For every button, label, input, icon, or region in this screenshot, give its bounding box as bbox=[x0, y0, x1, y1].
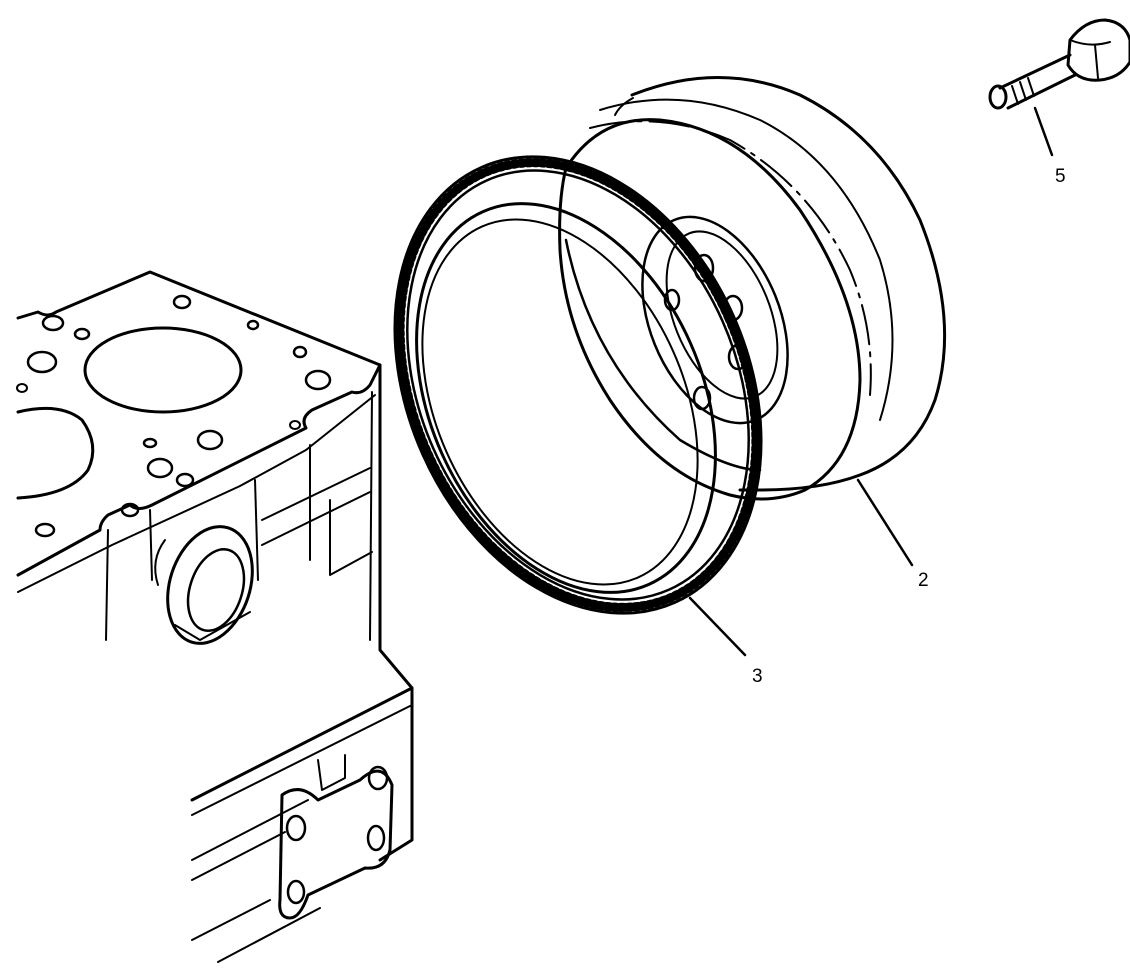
bolt bbox=[988, 18, 1130, 110]
leader-line-5 bbox=[1033, 106, 1054, 157]
deck-holes bbox=[16, 294, 332, 538]
ring-gear bbox=[393, 155, 763, 615]
callout-label-2: 2 bbox=[918, 570, 929, 591]
leader-line-2 bbox=[856, 478, 914, 567]
engine-block bbox=[16, 270, 414, 963]
callout-label-5: 5 bbox=[1055, 166, 1066, 187]
leader-lines bbox=[688, 106, 1054, 657]
leader-line-3 bbox=[688, 596, 747, 657]
callout-label-3: 3 bbox=[752, 666, 763, 687]
